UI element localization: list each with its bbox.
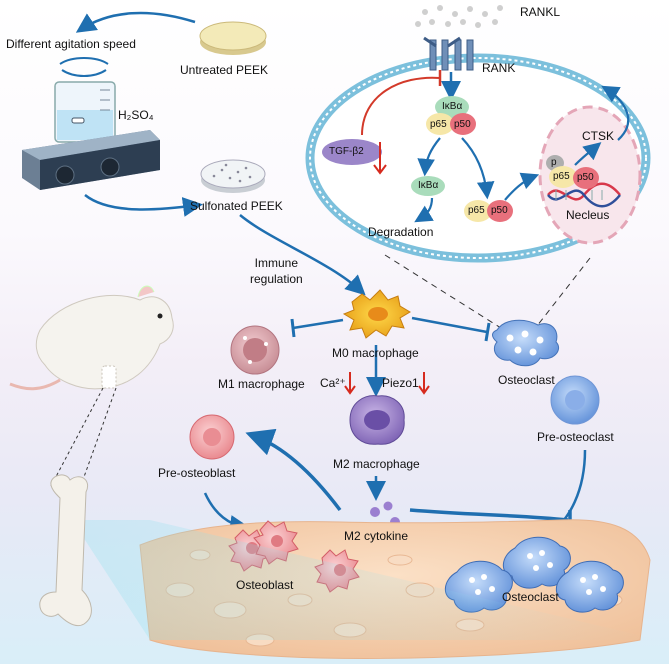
inhibit-cytokine-to-preosteoclast — [409, 508, 569, 522]
untreated-peek-disc — [199, 21, 267, 55]
label-degradation: Degradation — [368, 225, 434, 239]
label-p65-free: p65 — [468, 205, 485, 216]
zoom-line-right — [529, 257, 591, 336]
label-tgf-beta2: TGF-β2 — [329, 146, 364, 157]
label-m1-macrophage: M1 macrophage — [218, 377, 305, 391]
label-rankl: RANKL — [520, 5, 561, 19]
rat-to-bone-line-b — [79, 387, 117, 489]
arrow-to-free-ikba — [417, 137, 441, 177]
sulfonated-peek-disc — [200, 159, 266, 193]
label-ctsk: CTSK — [582, 129, 615, 143]
ikba-p65-p50-complex — [426, 96, 476, 135]
label-phospho: p — [551, 157, 557, 168]
label-m2-cytokine: M2 cytokine — [344, 529, 409, 543]
free-ikba-shape — [411, 176, 445, 196]
arrow-to-ctsk — [574, 142, 602, 166]
down-arrow-piezo1 — [418, 372, 430, 395]
osteoclast-cell-top — [492, 319, 560, 367]
label-immune-regulation: Immune regulation — [250, 256, 303, 286]
label-ikba-complex: IκBα — [442, 101, 463, 112]
arrow-untreated-to-beaker — [75, 11, 196, 33]
tgf-beta-ellipse — [322, 139, 382, 165]
label-sulfonated-peek: Sulfonated PEEK — [190, 199, 283, 213]
label-p50-free: p50 — [491, 205, 508, 216]
label-osteoclast-top: Osteoclast — [498, 373, 555, 387]
implant-beam — [72, 520, 660, 640]
beaker-on-stirrer — [22, 57, 160, 190]
label-p50-complex: p50 — [454, 119, 471, 130]
inhibit-m0-to-m1-bar — [290, 318, 296, 338]
label-ikba-free: IκBα — [418, 180, 439, 191]
arrow-ctsk-up — [601, 85, 630, 141]
rank-receptors — [423, 36, 474, 71]
arrow-into-nucleus — [504, 172, 540, 201]
label-pre-osteoblast: Pre-osteoblast — [158, 466, 236, 480]
down-arrow-tgf — [373, 142, 387, 175]
label-p65-nucleus: p65 — [553, 171, 570, 182]
label-pre-osteoclast: Pre-osteoclast — [537, 430, 614, 444]
label-p65-complex: p65 — [430, 119, 447, 130]
label-piezo1: Piezo1 — [382, 376, 419, 390]
zoom-line-left — [384, 254, 521, 341]
arrow-preosteoblast-to-osteoblast — [203, 492, 250, 535]
arrow-beaker-to-sulfonated — [84, 194, 203, 217]
label-osteoclast-bottom: Osteoclast — [502, 590, 559, 604]
pre-osteoclast-cell — [550, 375, 600, 425]
arrow-to-degradation — [414, 197, 434, 223]
osteoclast-nuclei — [469, 550, 606, 595]
pre-osteoblast-cell — [189, 414, 235, 460]
label-h2so4: H₂SO₄ — [118, 108, 154, 122]
label-rank: RANK — [482, 61, 516, 75]
tgf-inhibition-line — [361, 76, 441, 136]
label-nucleus: Necleus — [566, 208, 610, 222]
arrow-immune-regulation — [239, 214, 366, 296]
label-m0-macrophage: M0 macrophage — [332, 346, 419, 360]
inhibit-m0-to-osteoclast — [411, 316, 488, 334]
arrow-cytokine-to-preosteoblast — [245, 428, 342, 512]
rankl-particles — [415, 5, 503, 28]
m2-macrophage-cell — [349, 395, 405, 445]
rat-to-bone-line-a — [49, 387, 104, 489]
label-p50-nucleus: p50 — [577, 172, 594, 183]
m0-macrophage-cell — [342, 289, 411, 339]
inhibit-m0-to-osteoclast-bar — [484, 322, 491, 342]
femur-bone — [39, 474, 92, 627]
label-osteoblast: Osteoblast — [236, 578, 294, 592]
rat-illustration — [9, 285, 174, 391]
free-p65-p50 — [464, 200, 513, 222]
nucleus — [538, 105, 642, 245]
label-untreated-peek: Untreated PEEK — [180, 63, 269, 77]
inhibit-m0-to-m1 — [292, 318, 344, 330]
down-arrow-ca — [344, 372, 356, 395]
label-agitation-speed: Different agitation speed — [6, 37, 136, 51]
label-m2-macrophage: M2 macrophage — [333, 457, 420, 471]
m1-macrophage-cell — [230, 325, 280, 375]
label-ca2: Ca²⁺ — [320, 376, 346, 390]
arrow-to-free-p65-p50 — [461, 137, 495, 200]
